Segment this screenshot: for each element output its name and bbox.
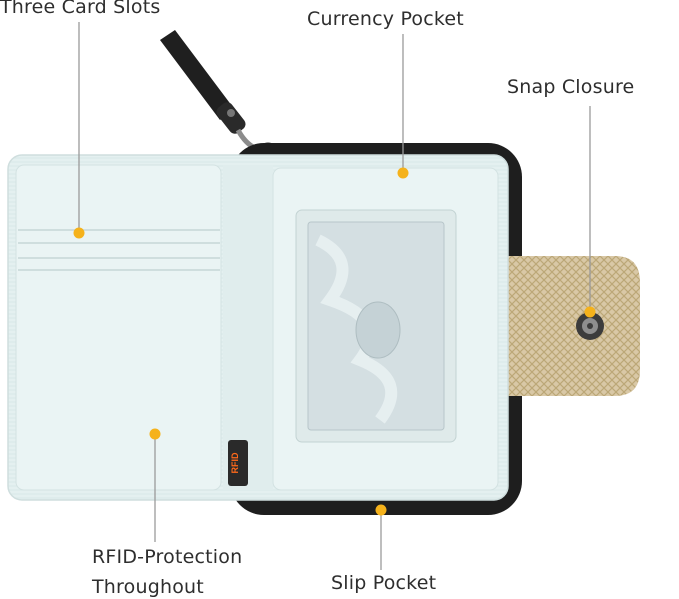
- snap-tab: [500, 256, 640, 396]
- wallet-interior: [7, 154, 509, 501]
- dot-currency-pocket: [397, 167, 409, 179]
- callout-lines: [78, 22, 591, 570]
- rfid-tag-text: RFID: [230, 452, 240, 473]
- label-currency-pocket: Currency Pocket: [307, 8, 464, 30]
- label-rfid-line2: Throughout: [92, 576, 204, 598]
- dot-card-slots: [73, 227, 85, 239]
- label-rfid-line1: RFID-Protection: [92, 546, 243, 568]
- label-snap-closure: Snap Closure: [507, 76, 635, 98]
- dot-snap-closure: [584, 306, 596, 318]
- zipper-pull: [160, 30, 274, 154]
- callout-dots: [73, 167, 596, 516]
- label-three-card-slots: Three Card Slots: [0, 0, 161, 18]
- dot-rfid: [149, 428, 161, 440]
- label-slip-pocket: Slip Pocket: [331, 572, 437, 594]
- dot-slip-pocket: [375, 504, 387, 516]
- label-rfid-protection: RFID-Protection Throughout: [92, 542, 242, 599]
